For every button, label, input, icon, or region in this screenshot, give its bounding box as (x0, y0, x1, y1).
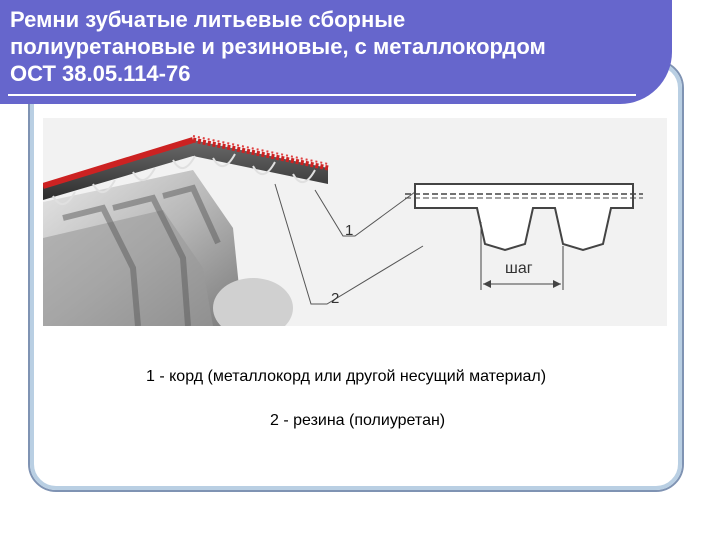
legend-item-2: 2 - резина (полиуретан) (270, 412, 446, 429)
legend-item-1: 1 - корд (металлокорд или другой несущий… (146, 368, 547, 385)
title-line-1: Ремни зубчатые литьевые сборные (10, 7, 406, 32)
leader-lines (274, 183, 424, 305)
title-banner: Ремни зубчатые литьевые сборные полиурет… (0, 0, 672, 104)
callout-1-label: 1 (345, 222, 354, 239)
callout-2-label: 2 (331, 290, 340, 307)
belt-figure: 1 2 шаг (43, 118, 667, 326)
title-line-2: полиуретановые и резиновые, с металлокор… (10, 34, 546, 59)
belt-illustration (43, 135, 643, 326)
pitch-label: шаг (505, 260, 533, 277)
slide-title: Ремни зубчатые литьевые сборные полиурет… (10, 6, 650, 87)
title-underline (8, 94, 636, 96)
pulley-gear (43, 170, 293, 326)
title-line-3: ОСТ 38.05.114-76 (10, 61, 191, 86)
belt-profile (405, 183, 643, 290)
